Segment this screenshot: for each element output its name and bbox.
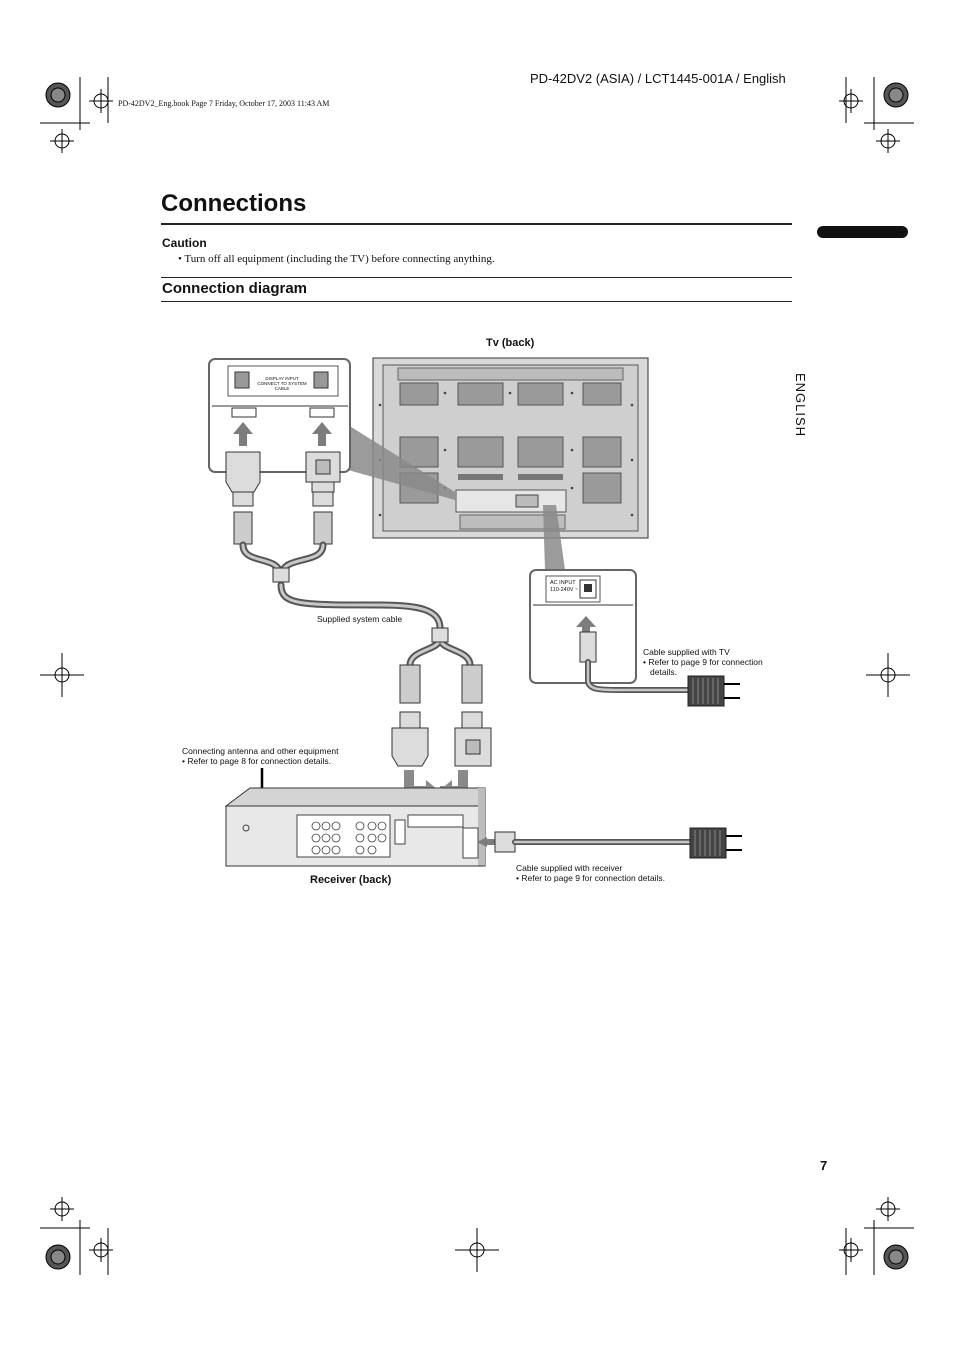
antenna-caption: Connecting antenna and other equipment •… <box>182 746 338 766</box>
ac-input-text: AC INPUT <box>550 580 576 586</box>
cable-tv-note-2: details. <box>650 667 677 677</box>
book-info-line: PD-42DV2_Eng.book Page 7 Friday, October… <box>118 99 330 108</box>
receiver-back-label: Receiver (back) <box>310 874 392 886</box>
section-tab-bar <box>817 226 908 238</box>
cable-tv-title: Cable supplied with TV <box>643 647 730 657</box>
display-input-label: DISPLAY INPUT CONNECT TO SYSTEM CABLE <box>253 376 311 391</box>
antenna-note: • Refer to page 8 for connection details… <box>182 756 331 766</box>
cable-receiver-title: Cable supplied with receiver <box>516 863 623 873</box>
crop-marks <box>40 77 914 1275</box>
cable-tv-note-1: • Refer to page 9 for connection <box>643 657 763 667</box>
tv-back-label: Tv (back) <box>486 337 535 349</box>
cable-receiver-note: • Refer to page 9 for connection details… <box>516 873 665 883</box>
cable-receiver-caption: Cable supplied with receiver • Refer to … <box>516 863 665 883</box>
page-number: 7 <box>820 1158 828 1173</box>
caution-text: • Turn off all equipment (including the … <box>178 253 495 265</box>
model-header: PD-42DV2 (ASIA) / LCT1445-001A / English <box>530 71 786 86</box>
cable-tv-caption: Cable supplied with TV • Refer to page 9… <box>643 647 763 677</box>
system-cable-bottom-connectors <box>391 664 492 767</box>
language-side-tab: ENGLISH <box>793 373 808 438</box>
receiver-back-illustration <box>224 787 486 867</box>
antenna-title: Connecting antenna and other equipment <box>182 746 339 756</box>
caution-heading: Caution <box>162 236 207 250</box>
ac-input-label: AC INPUT 110-240V ~ <box>550 580 578 594</box>
page-title: Connections <box>161 190 307 217</box>
tv-back-illustration <box>372 357 649 539</box>
display-input-text: DISPLAY INPUT <box>265 376 299 381</box>
supplied-system-cable-label: Supplied system cable <box>317 614 403 624</box>
system-cable-top-connectors <box>225 451 341 545</box>
section-heading: Connection diagram <box>162 280 308 297</box>
ac-voltage-text: 110-240V ~ <box>550 587 579 593</box>
connect-to-text: CONNECT TO SYSTEM CABLE <box>257 381 307 391</box>
